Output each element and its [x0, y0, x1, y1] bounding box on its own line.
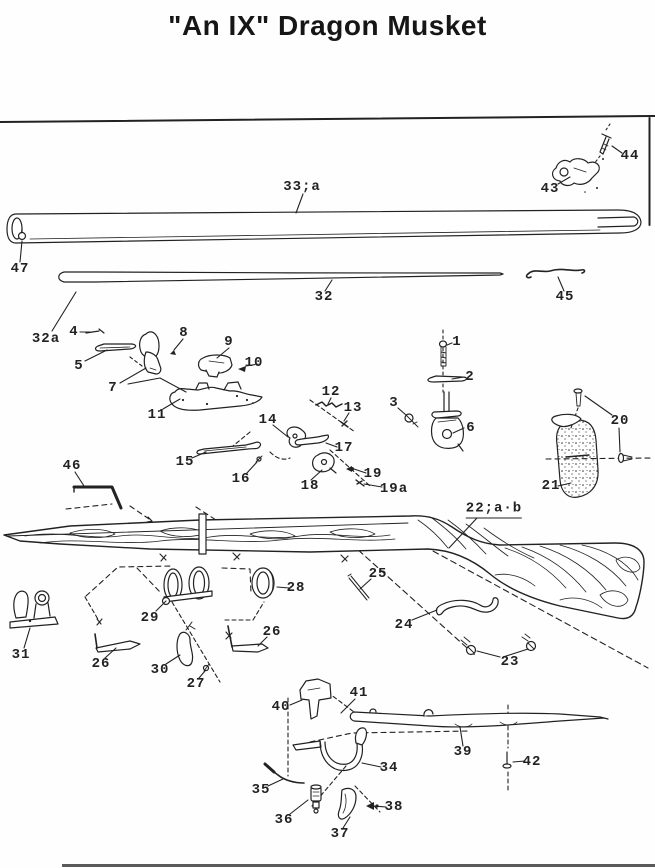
part-label-42: 42 — [522, 754, 542, 770]
part-swivel-36 — [310, 784, 322, 814]
part-screw-13 — [340, 420, 349, 428]
part-screw-4 — [85, 328, 105, 334]
part-sear-spring-17 — [294, 434, 330, 446]
part-label-38: 38 — [384, 799, 404, 815]
part-label-10: 10 — [244, 355, 264, 371]
part-spring-45 — [525, 268, 586, 279]
part-label-9: 9 — [224, 334, 234, 350]
part-label-6: 6 — [466, 420, 476, 436]
part-stock-22ab — [3, 513, 645, 620]
part-label-2: 2 — [465, 369, 475, 385]
part-label-21: 21 — [541, 478, 561, 494]
part-cock-body-6 — [430, 391, 464, 452]
part-label-15: 15 — [175, 454, 195, 470]
part-label-18: 18 — [300, 478, 320, 494]
part-spring-30 — [176, 621, 196, 667]
part-flat-spring-5 — [94, 343, 137, 352]
part-label-12: 12 — [321, 384, 341, 400]
part-screw-42 — [502, 751, 512, 769]
part-plate-40 — [299, 678, 332, 720]
part-band-28 — [251, 567, 275, 599]
assembly-dashed-lines — [65, 123, 653, 813]
part-screw-3 — [404, 413, 419, 428]
part-label-23: 23 — [500, 654, 520, 670]
part-label-19: 19 — [363, 466, 383, 482]
part-label-44: 44 — [620, 148, 640, 164]
part-screws-23 — [460, 633, 537, 656]
part-label-25: 25 — [368, 566, 388, 582]
part-label-22ab: 22;a·b — [465, 500, 523, 519]
page-rules — [0, 115, 655, 867]
part-label-32a: 32a — [31, 331, 61, 347]
part-label-36: 36 — [274, 812, 294, 828]
part-label-14: 14 — [258, 412, 278, 428]
part-screw-20 — [573, 388, 633, 464]
part-label-35: 35 — [251, 782, 271, 798]
part-label-47: 47 — [10, 261, 30, 277]
part-double-band-29 — [161, 566, 213, 606]
part-tumbler-18 — [312, 452, 337, 474]
part-pin-25 — [347, 573, 370, 601]
part-label-20: 20 — [610, 413, 630, 429]
part-nose-cap-31 — [9, 590, 59, 629]
part-label-41: 41 — [349, 685, 369, 701]
part-ramrod-32 — [58, 271, 504, 283]
part-label-34: 34 — [379, 760, 399, 776]
wood-grain — [24, 517, 641, 609]
part-jaw-screw-1 — [438, 340, 448, 367]
part-frizzen-9 — [197, 354, 233, 378]
page-title: "An IX" Dragon Musket — [168, 10, 487, 41]
part-front-sight-47 — [17, 228, 27, 241]
part-sear-15 — [196, 441, 262, 455]
part-label-3: 3 — [389, 395, 399, 411]
part-spring-rod-46 — [72, 485, 123, 510]
part-spring-12 — [315, 401, 343, 408]
part-label-24: 24 — [394, 617, 414, 633]
part-label-11: 11 — [147, 407, 167, 423]
part-label-1: 1 — [452, 334, 462, 350]
part-label-16: 16 — [231, 471, 251, 487]
part-label-8: 8 — [179, 325, 189, 341]
part-barrel-33a — [6, 209, 642, 244]
part-flint-21 — [551, 413, 599, 498]
part-jaw-screw-44 — [599, 133, 612, 155]
part-label-17: 17 — [334, 440, 354, 456]
part-screw-27 — [202, 663, 210, 672]
part-label-7: 7 — [108, 380, 118, 396]
part-side-plate-24 — [435, 597, 499, 616]
part-label-29: 29 — [140, 610, 160, 626]
part-label-46: 46 — [62, 458, 82, 474]
part-band-spring-26-right — [227, 625, 269, 653]
part-trigger-guard-34 — [292, 727, 368, 771]
part-label-39: 39 — [453, 744, 473, 760]
part-label-26-left: 26 — [91, 656, 111, 672]
part-label-37: 37 — [330, 826, 350, 842]
part-label-27: 27 — [186, 676, 206, 692]
part-trigger-37 — [337, 787, 357, 820]
part-label-43: 43 — [540, 181, 560, 197]
part-trigger-plate-39 — [349, 708, 609, 728]
part-label-26-right: 26 — [262, 624, 282, 640]
part-label-4: 4 — [69, 324, 79, 340]
part-label-28: 28 — [286, 580, 306, 596]
part-label-32: 32 — [314, 289, 334, 305]
part-label-40: 40 — [271, 699, 291, 715]
part-label-5: 5 — [74, 358, 84, 374]
part-label-33a: 33;a — [283, 179, 321, 195]
part-screw-19a — [355, 479, 365, 487]
part-band-spring-26-left — [94, 633, 141, 653]
part-label-13: 13 — [343, 400, 363, 416]
part-cock-7 — [139, 331, 162, 375]
part-label-30: 30 — [150, 662, 170, 678]
part-label-19a: 19a — [379, 481, 409, 497]
part-label-45: 45 — [555, 289, 575, 305]
part-screw-19 — [346, 466, 354, 472]
part-top-jaw-43 — [551, 158, 604, 193]
part-label-31: 31 — [11, 647, 31, 663]
part-pin-35 — [263, 762, 305, 784]
part-screw-16 — [255, 455, 263, 463]
label-leader-lines — [19, 145, 623, 829]
